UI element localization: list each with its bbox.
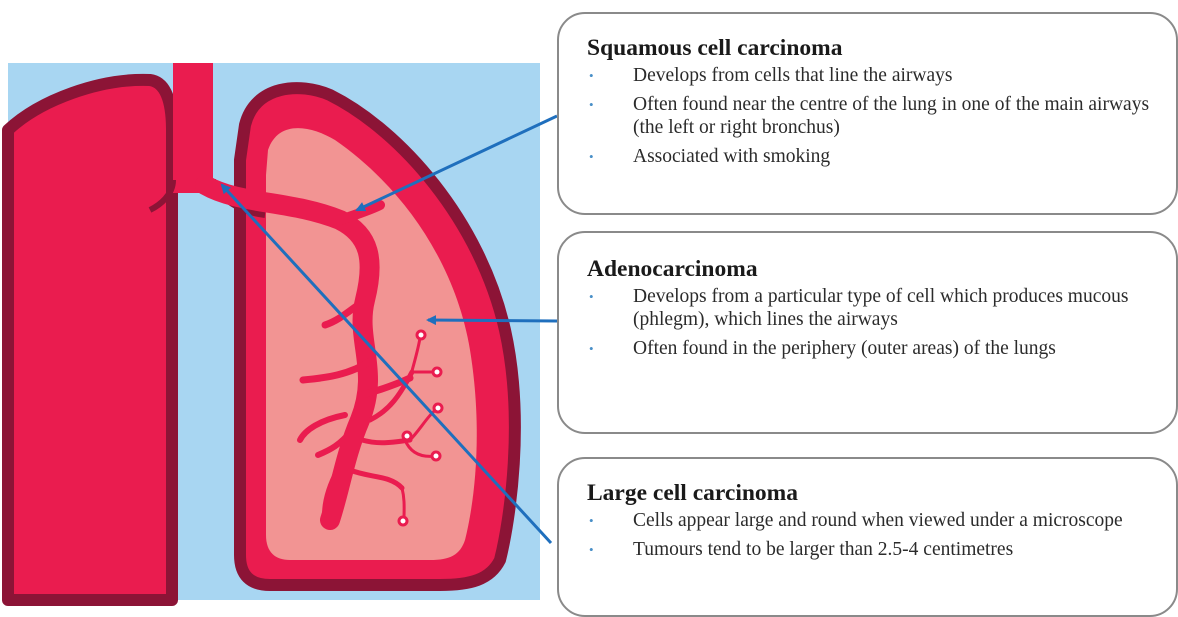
box-title: Adenocarcinoma: [587, 255, 1158, 283]
list-item: • Often found in the periphery (outer are…: [587, 337, 1158, 360]
bullet-list: • Develops from cells that line the airwa…: [587, 64, 1158, 168]
list-item: • Associated with smoking: [587, 145, 1158, 168]
list-item-text: Cells appear large and round when viewed…: [633, 510, 1123, 531]
bullet-icon: •: [589, 538, 594, 561]
list-item-text: Associated with smoking: [633, 146, 830, 167]
large-cell-box: Large cell carcinoma • Cells appear large…: [557, 457, 1178, 617]
box-title: Squamous cell carcinoma: [587, 34, 1158, 62]
bullet-icon: •: [589, 64, 594, 87]
list-item: • Develops from cells that line the airwa…: [587, 64, 1158, 87]
lungs-illustration: [0, 0, 560, 608]
bullet-icon: •: [589, 145, 594, 168]
list-item-text: Develops from cells that line the airway…: [633, 65, 952, 86]
list-item: • Often found near the centre of the lung…: [587, 93, 1158, 139]
left-lung: [8, 80, 172, 600]
bullet-icon: •: [589, 337, 594, 360]
trachea: [173, 63, 213, 193]
box-title: Large cell carcinoma: [587, 479, 1158, 507]
squamous-cell-box: Squamous cell carcinoma • Develops from c…: [557, 12, 1178, 215]
list-item-text: Tumours tend to be larger than 2.5-4 cen…: [633, 539, 1013, 560]
bullet-icon: •: [589, 509, 594, 532]
bullet-list: • Develops from a particular type of cell…: [587, 285, 1158, 360]
bullet-list: • Cells appear large and round when viewe…: [587, 509, 1158, 561]
list-item: • Cells appear large and round when viewe…: [587, 509, 1158, 532]
list-item-text: Develops from a particular type of cell …: [633, 286, 1128, 330]
bullet-icon: •: [589, 285, 594, 308]
list-item-text: Often found near the centre of the lung …: [633, 94, 1149, 138]
adenocarcinoma-box: Adenocarcinoma • Develops from a particul…: [557, 231, 1178, 434]
list-item: • Tumours tend to be larger than 2.5-4 ce…: [587, 538, 1158, 561]
bullet-icon: •: [589, 93, 594, 116]
list-item-text: Often found in the periphery (outer area…: [633, 338, 1056, 359]
list-item: • Develops from a particular type of cell…: [587, 285, 1158, 331]
